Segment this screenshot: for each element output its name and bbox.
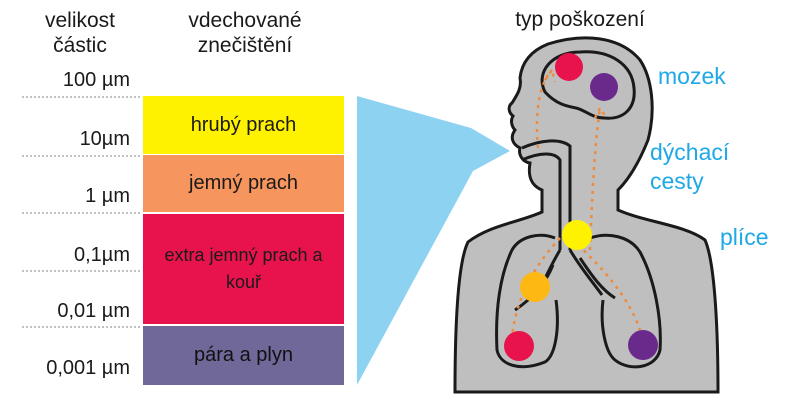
tick-label: 0,1µm xyxy=(74,244,130,266)
brain-outline xyxy=(540,50,636,120)
tick-label: 10µm xyxy=(79,128,130,150)
tick-dotted-line xyxy=(22,270,140,272)
header-pollution-line2: znečištění xyxy=(197,34,293,57)
header-damage: typ poškození xyxy=(515,8,645,31)
header-pollution: vdechované znečištění xyxy=(150,8,340,58)
region-airways-line2: cesty xyxy=(650,168,704,194)
right-lung-outline xyxy=(589,233,662,369)
particle-lung-purple xyxy=(628,330,658,360)
region-lungs: plíce xyxy=(720,224,769,250)
region-airways-line1: dýchací xyxy=(650,139,730,165)
band-ultrafine-dust-smoke-label: extra jemný prach a kouř xyxy=(164,245,323,292)
band-vapour-gas: pára a plyn xyxy=(143,326,344,385)
particle-path xyxy=(588,105,608,251)
tick-label: 0,01 µm xyxy=(57,300,130,322)
band-coarse-dust: hrubý prach xyxy=(143,96,344,154)
header-particle-size: velikost částic xyxy=(20,8,140,58)
tick-label: 100 µm xyxy=(62,69,130,91)
band-fine-dust-label: jemný prach xyxy=(189,172,298,194)
tick-dotted-line xyxy=(22,326,140,328)
particle-path xyxy=(510,237,561,336)
particle-airway-yellow xyxy=(562,220,592,250)
particle-lung-orange xyxy=(520,272,550,302)
particle-path xyxy=(535,67,557,149)
band-ultrafine-dust-smoke: extra jemný prach a kouř xyxy=(143,214,344,324)
region-airways: dýchací cesty xyxy=(650,138,729,196)
right-bronchi xyxy=(568,249,616,300)
particle-brain-red xyxy=(555,53,583,81)
particle-lung-red xyxy=(504,331,534,361)
band-coarse-dust-label: hrubý prach xyxy=(190,113,297,136)
left-bronchi xyxy=(514,249,562,312)
particle-path xyxy=(577,244,642,331)
band-fine-dust: jemný prach xyxy=(143,155,344,212)
tick-label: 0,001 µm xyxy=(46,357,130,379)
body-silhouette xyxy=(453,36,720,394)
band-vapour-gas-label: pára a plyn xyxy=(194,344,293,366)
header-pollution-line1: vdechované xyxy=(188,9,302,32)
tick-dotted-line xyxy=(22,155,140,157)
left-lung-outline xyxy=(495,233,559,369)
tick-label: 1 µm xyxy=(85,185,130,207)
trachea-outline xyxy=(521,139,572,250)
region-brain: mozek xyxy=(658,63,726,89)
inhalation-arrow xyxy=(357,96,510,385)
tick-dotted-line xyxy=(22,96,140,98)
header-particle-size-line2: částic xyxy=(53,34,107,57)
tick-dotted-line xyxy=(22,212,140,214)
header-particle-size-line1: velikost xyxy=(44,9,116,32)
particle-brain-purple xyxy=(590,73,618,101)
